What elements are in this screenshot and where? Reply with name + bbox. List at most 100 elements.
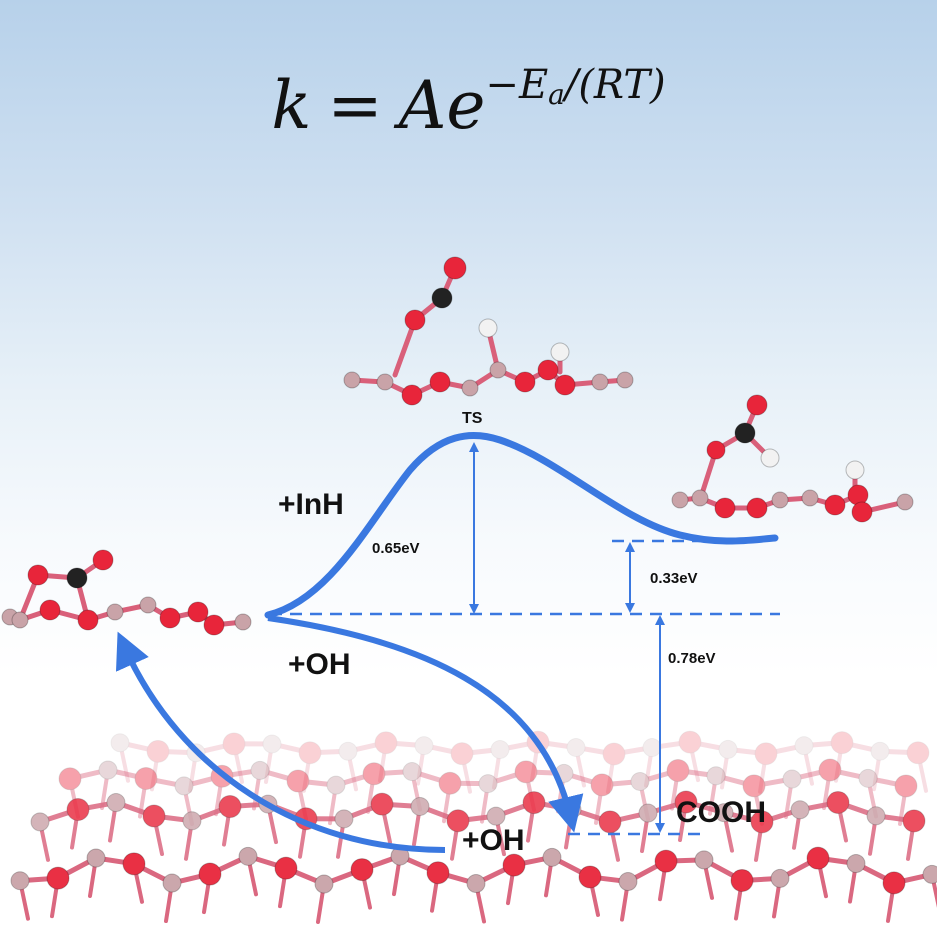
oh-forward-arrow: [267, 615, 584, 833]
oxygen-atom: [678, 730, 702, 754]
hydrogen-atom: [845, 460, 865, 480]
oxygen-atom: [502, 853, 526, 877]
oxygen-atom: [522, 791, 546, 815]
indium-atom: [338, 741, 358, 761]
bond: [118, 740, 130, 783]
bond: [872, 749, 882, 792]
bond: [193, 741, 237, 756]
oxygen-atom: [578, 865, 602, 889]
indium-atom: [771, 491, 789, 509]
oxygen-atom: [894, 774, 918, 798]
indium-atom: [489, 361, 507, 379]
indium-atom: [866, 806, 886, 826]
bond: [155, 748, 199, 756]
indium-atom: [334, 809, 354, 829]
oxygen-atom: [298, 741, 322, 765]
indium-atom: [490, 739, 510, 759]
bond: [606, 751, 616, 794]
bond: [264, 741, 274, 784]
bond: [561, 770, 605, 788]
hydrogen-atom: [550, 342, 570, 362]
indium-atom: [642, 738, 662, 758]
bond: [574, 745, 586, 788]
bond: [295, 778, 339, 788]
indium-atom: [846, 854, 866, 874]
indium-atom: [30, 812, 50, 832]
bond: [346, 749, 358, 792]
indium-atom: [801, 489, 819, 507]
bond: [497, 739, 541, 752]
bond: [839, 740, 883, 754]
product-model: [671, 394, 914, 523]
oxygen-atom: [370, 792, 394, 816]
oh-lower-label: +OH: [462, 824, 525, 857]
indium-atom: [691, 489, 709, 507]
oxygen-atom: [146, 739, 170, 763]
indium-atom: [110, 733, 130, 753]
indium-atom: [542, 847, 562, 867]
hydrogen-atom: [760, 448, 780, 468]
indium-atom: [706, 766, 726, 786]
oxygen-atom: [401, 384, 423, 406]
indium-atom: [461, 379, 479, 397]
bond: [409, 769, 453, 786]
bond: [670, 768, 680, 811]
bond: [784, 776, 794, 819]
bond: [865, 775, 909, 789]
indium-atom: [106, 603, 124, 621]
oxygen-atom: [851, 501, 873, 523]
bond: [720, 747, 730, 790]
oxygen-atom: [438, 771, 462, 795]
indium-atom: [86, 848, 106, 868]
oxygen-atom: [706, 440, 726, 460]
indium-atom: [638, 803, 658, 823]
indium-atom: [376, 373, 394, 391]
oxygen-atom: [27, 564, 49, 586]
bond: [688, 740, 700, 783]
oxygen-atom: [806, 846, 830, 870]
bond: [802, 743, 814, 786]
bond: [789, 767, 833, 782]
oxygen-atom: [824, 494, 846, 516]
indium-atom: [566, 737, 586, 757]
bond: [188, 750, 198, 793]
oxygen-atom: [514, 760, 538, 784]
bond: [675, 768, 719, 779]
indium-atom: [234, 613, 252, 631]
oxygen-atom: [350, 858, 374, 882]
bond: [492, 747, 502, 790]
slab-row: [58, 758, 918, 826]
bond: [611, 745, 655, 757]
oxygen-atom: [554, 374, 576, 396]
bond: [345, 740, 389, 754]
oxygen-atom: [429, 371, 451, 393]
bond: [252, 768, 262, 811]
bond: [143, 776, 187, 789]
oxygen-atom: [404, 309, 426, 331]
oxygen-atom: [443, 256, 467, 280]
indium-atom: [486, 806, 506, 826]
hydrogen-atom: [478, 318, 498, 338]
indium-atom: [402, 762, 422, 782]
transition-state-model: [343, 256, 634, 406]
bond: [150, 749, 160, 792]
bond: [307, 748, 351, 756]
bond: [763, 743, 807, 757]
oxygen-atom: [590, 773, 614, 797]
oxygen-atom: [714, 497, 736, 519]
oxygen-atom: [906, 741, 930, 765]
indium-atom: [618, 872, 638, 892]
indium-atom: [343, 371, 361, 389]
oxygen-atom: [374, 731, 398, 755]
indium-atom: [794, 736, 814, 756]
energy-profile-curve: [264, 431, 779, 619]
bond: [644, 745, 654, 788]
oxygen-atom: [187, 601, 209, 623]
oxygen-atom: [286, 769, 310, 793]
slab-row: [30, 790, 926, 862]
indium-atom: [790, 800, 810, 820]
carbon-atom: [431, 287, 453, 309]
indium-atom: [870, 741, 890, 761]
oxygen-atom: [742, 774, 766, 798]
